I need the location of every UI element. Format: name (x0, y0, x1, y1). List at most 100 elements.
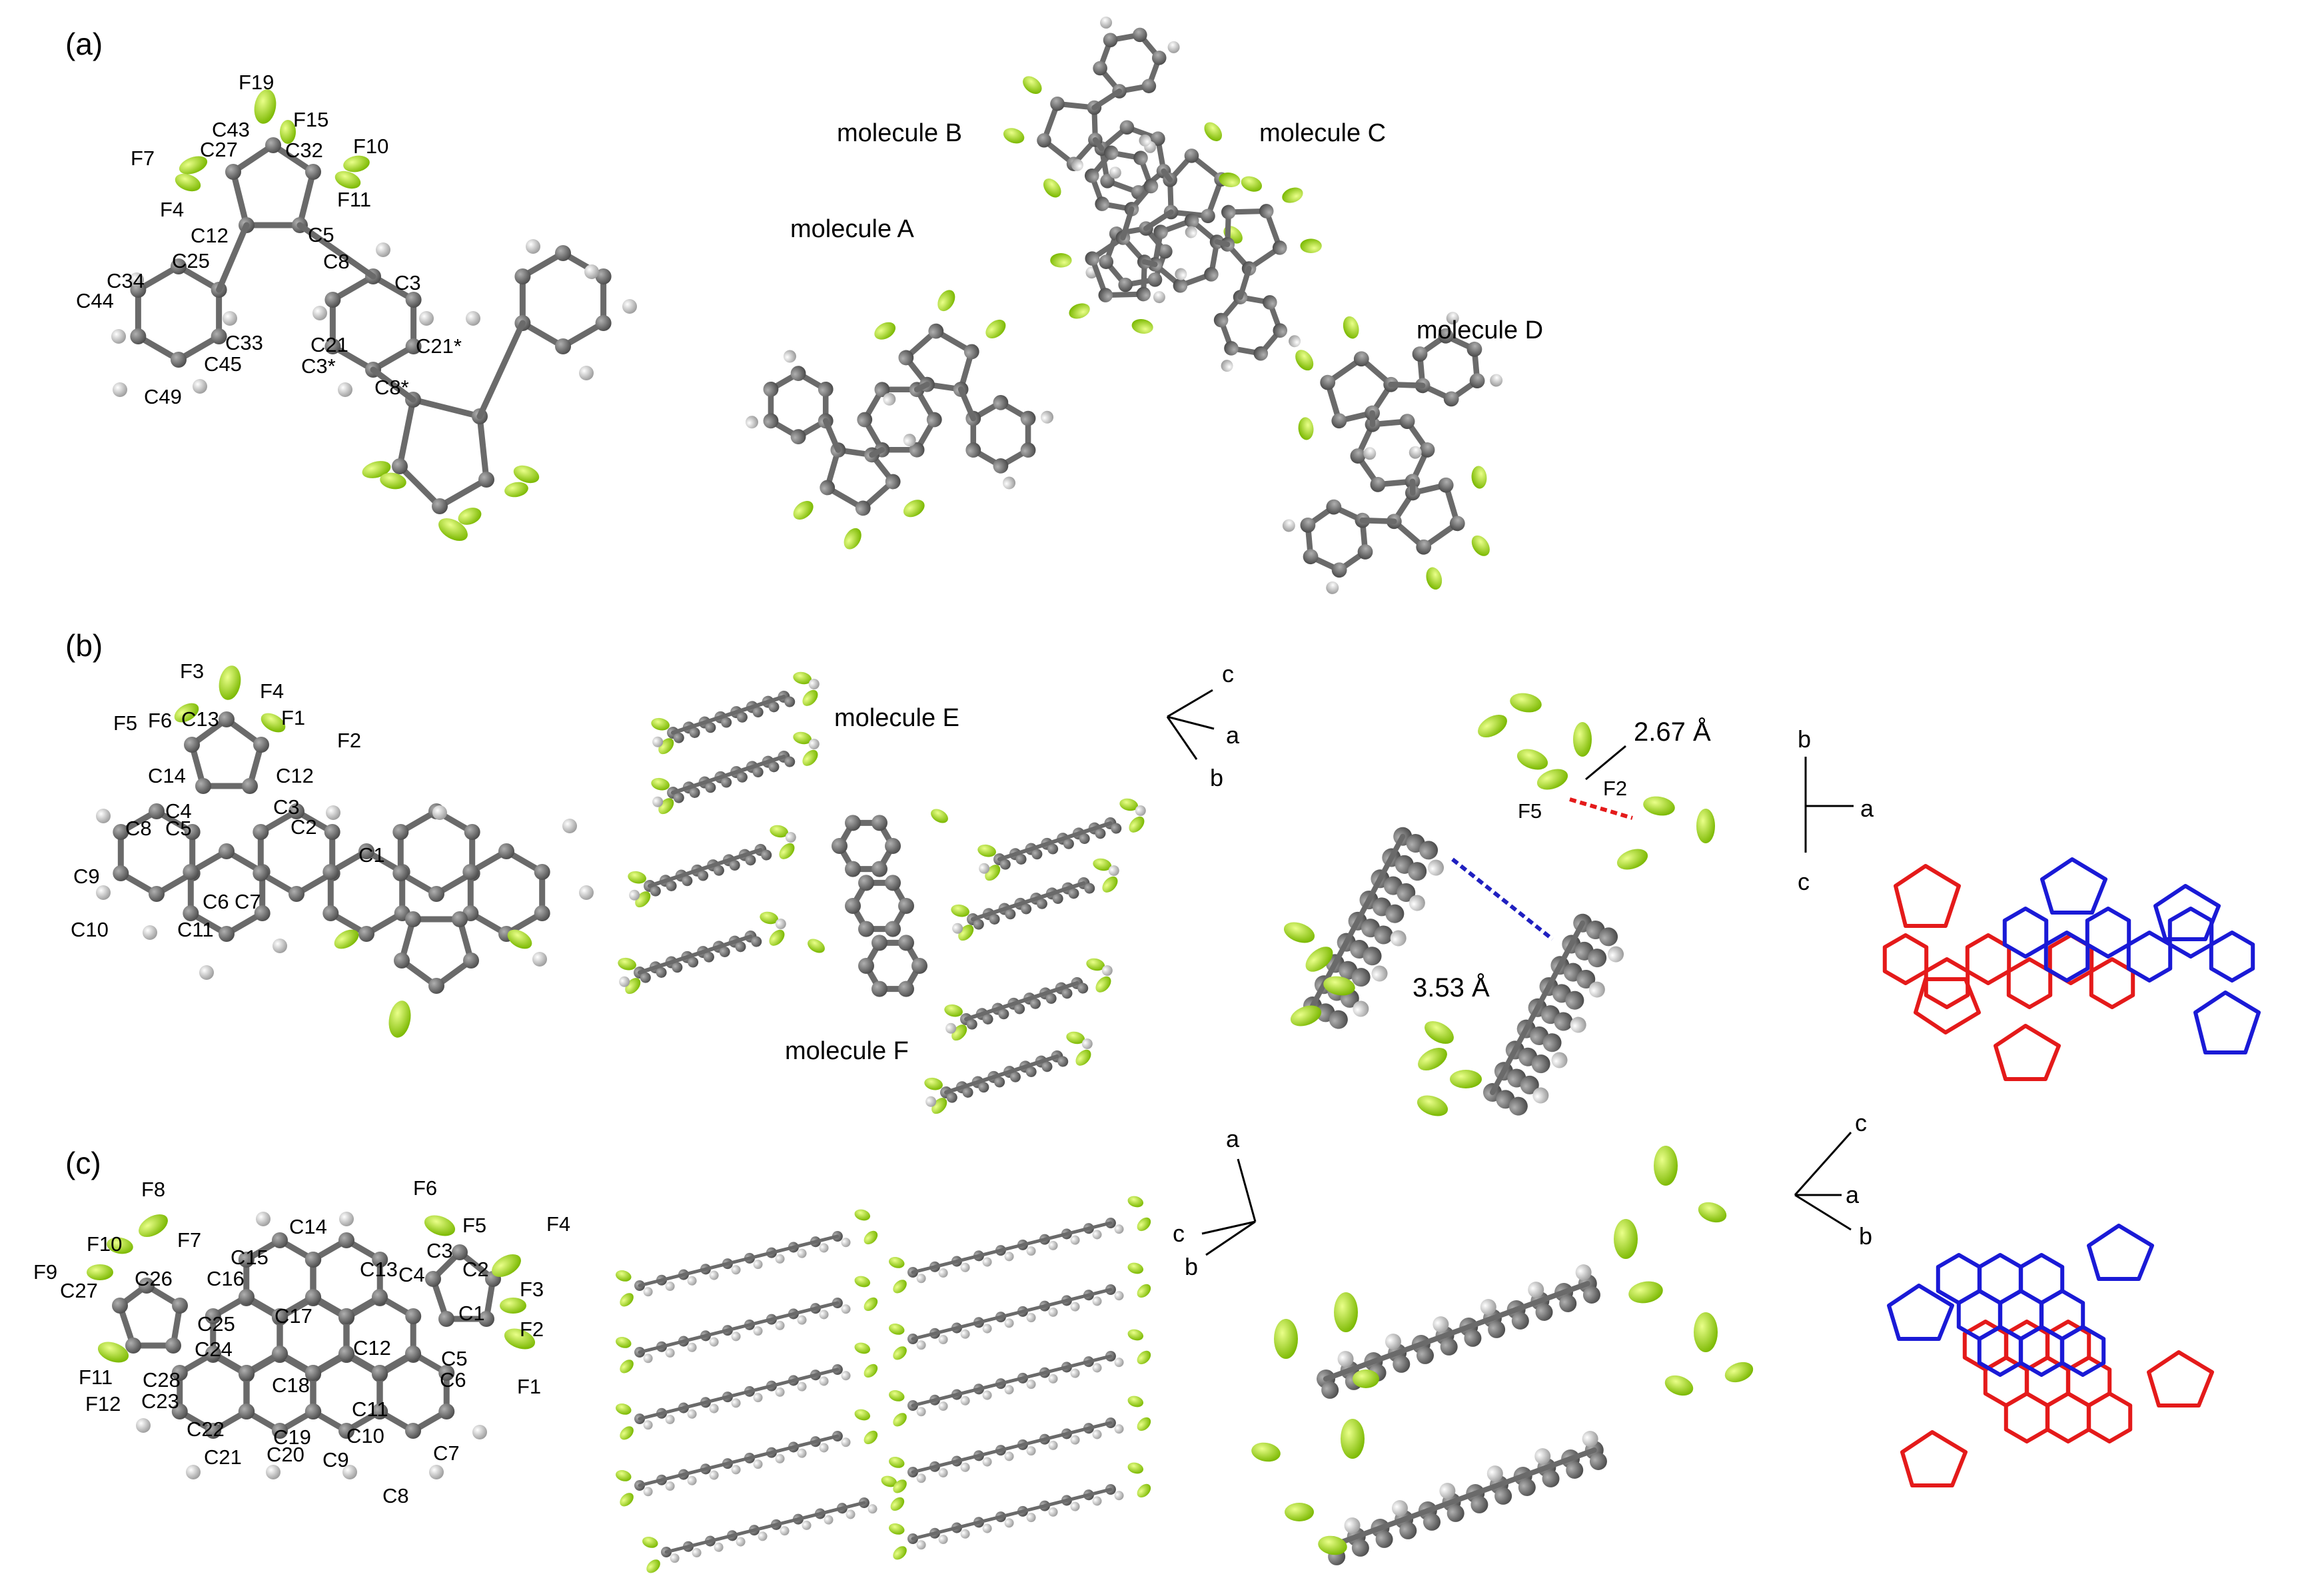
atom-label: F1 (281, 706, 305, 729)
atom-label: C1 (458, 1302, 485, 1325)
carbon-atom (736, 771, 748, 783)
bond (1021, 1238, 1047, 1247)
atom-label: F2 (520, 1318, 544, 1341)
carbon-atom (1520, 1075, 1539, 1094)
carbon-atom (242, 778, 258, 794)
hydrogen-atom (643, 1487, 653, 1497)
carbon-atom (304, 1403, 321, 1419)
carbon-atom (1599, 927, 1618, 947)
carbon-atom (713, 865, 724, 876)
hydrogen-atom (1528, 1282, 1544, 1298)
carbon-atom (555, 338, 571, 354)
carbon-atom (898, 898, 914, 914)
bond (1092, 821, 1113, 831)
carbon-atom (1184, 213, 1199, 228)
bond (1161, 168, 1173, 183)
bond (1332, 939, 1349, 967)
panel-c-ortep-structure (87, 1212, 536, 1479)
bond (685, 950, 706, 959)
carbon-atom (371, 1403, 388, 1419)
hydrogen-atom (579, 885, 594, 900)
carbon-atom (1093, 61, 1107, 76)
fluorine-atom (769, 929, 785, 946)
hydrogen-atom (652, 796, 664, 807)
bond (911, 1398, 937, 1407)
hydrogen-atom (1490, 374, 1503, 387)
carbon-atom (272, 1423, 288, 1439)
panel-b-axes-2: b a c (1798, 725, 1874, 895)
hydrogen-atom (745, 416, 758, 429)
carbon-atom (874, 382, 890, 398)
fluorine-atom (642, 1537, 658, 1548)
packed-molecule (889, 1262, 1151, 1360)
atom-label: C9 (322, 1448, 349, 1471)
hydrogen-atom (1551, 1052, 1568, 1068)
bond (396, 396, 416, 470)
carbon-atom (1111, 823, 1122, 834)
bond (991, 1070, 1012, 1079)
carbon-atom (1408, 862, 1427, 881)
bond (1568, 1447, 1597, 1462)
hydrogen-atom (731, 1398, 741, 1408)
carbon-atom (832, 838, 848, 854)
carbon-atom (149, 886, 165, 902)
carbon-atom (1542, 1033, 1562, 1052)
bond (911, 1531, 937, 1541)
bond (750, 759, 770, 769)
carbon-atom (1350, 448, 1366, 464)
hydrogen-atom (982, 1390, 992, 1400)
fluorine-atom (893, 1546, 907, 1560)
atom-label: C45 (204, 352, 242, 376)
fluorine-atom (1127, 1262, 1144, 1274)
carbon-atom (125, 1338, 141, 1354)
fluorine-atom (1418, 1047, 1447, 1071)
fluorine-atom (261, 713, 286, 733)
fluorine-atom (616, 1470, 632, 1481)
atom-label: C6 (203, 890, 229, 913)
panel-b-axes-1: c a b (1166, 660, 1240, 791)
bond (1523, 1004, 1540, 1032)
hydrogen-atom (1081, 1038, 1093, 1049)
fluorine-atom (1664, 1375, 1694, 1396)
carbon-atom (1103, 33, 1118, 48)
fluorine-atom (620, 1426, 634, 1440)
hydrogen-atom (846, 1509, 856, 1519)
fluorine-atom (854, 1409, 871, 1421)
bond (1065, 1293, 1091, 1302)
hydrogen-atom (1109, 167, 1121, 179)
bond (638, 1345, 664, 1354)
fluorine-atom (1219, 173, 1241, 188)
hydrogen-atom (466, 311, 480, 326)
atom-label: C3* (301, 354, 336, 378)
carbon-atom (898, 935, 914, 951)
axis-b-label: b (1210, 764, 1223, 791)
carbon-atom (304, 1252, 321, 1268)
carbon-atom (1554, 1012, 1573, 1031)
hydrogen-atom (916, 1540, 926, 1550)
fluorine-atom (864, 1364, 878, 1378)
atom-label: C14 (148, 764, 186, 787)
bond (752, 1523, 778, 1532)
fluorine-atom (1075, 1049, 1091, 1066)
hydrogen-atom (1004, 1252, 1014, 1262)
atom-label: C49 (144, 385, 182, 408)
hydrogen-atom (129, 272, 144, 287)
fluorine-atom (1696, 809, 1715, 843)
hydrogen-atom (1532, 1087, 1549, 1104)
packed-molecule (651, 731, 820, 815)
hydrogen-atom (1385, 1334, 1401, 1350)
bond (704, 1395, 730, 1404)
bond (1401, 1508, 1431, 1523)
fluorine-atom (854, 1209, 871, 1221)
bond (999, 1443, 1025, 1452)
bond (770, 1312, 796, 1322)
hydrogen-atom (136, 1418, 151, 1433)
hydrogen-atom (1070, 1235, 1080, 1245)
carbon-atom (751, 936, 762, 947)
carbon-atom (324, 824, 340, 840)
bond (1061, 831, 1081, 841)
carbon-atom (911, 958, 927, 974)
overlay-bond (2193, 991, 2261, 1054)
bond (1537, 1290, 1567, 1304)
panel-b-packing (618, 671, 1146, 1114)
